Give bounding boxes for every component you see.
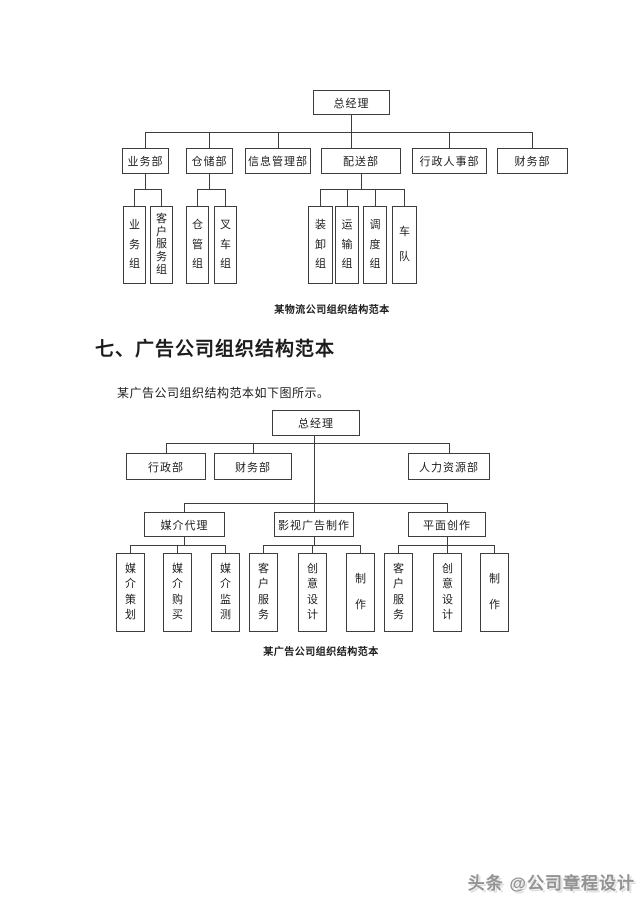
connector [314, 537, 315, 545]
node-warehouse-dept: 仓储部 [186, 148, 233, 174]
connector [360, 545, 361, 553]
node-customer-service-team: 客户服务组 [150, 206, 173, 284]
connector [184, 537, 185, 545]
connector [532, 132, 533, 148]
connector [447, 537, 448, 545]
connector [209, 174, 210, 189]
node-business-dept: 业务部 [122, 148, 169, 174]
connector [398, 545, 399, 553]
node-dispatch-team: 调度组 [363, 206, 387, 284]
connector [197, 189, 226, 190]
connector [361, 174, 362, 189]
connector [184, 503, 185, 512]
node-client-service-1: 客户服务 [249, 553, 278, 632]
connector [447, 503, 448, 512]
connector [347, 189, 348, 206]
connector [161, 189, 162, 206]
node-general-manager: 总经理 [272, 410, 360, 436]
connector [134, 189, 162, 190]
node-forklift-team: 叉车组 [214, 206, 237, 284]
connector [209, 132, 210, 148]
connector [449, 132, 450, 148]
connector [225, 189, 226, 206]
connector [263, 545, 264, 553]
connector [145, 132, 146, 148]
node-delivery-dept: 配送部 [321, 148, 401, 174]
node-business-team: 业务组 [123, 206, 146, 284]
node-general-manager: 总经理 [313, 90, 390, 115]
node-tv-ad-production: 影视广告制作 [274, 512, 354, 537]
connector [351, 115, 352, 132]
connector [177, 545, 178, 553]
node-hr-dept: 人力资源部 [408, 453, 490, 480]
chart-caption: 某广告公司组织结构范本 [263, 647, 379, 658]
connector [314, 503, 315, 512]
connector [375, 189, 376, 206]
node-transport-team: 运输组 [335, 206, 359, 284]
watermark: 头条 @公司章程设计 [467, 874, 635, 893]
connector [447, 545, 448, 553]
connector [145, 132, 533, 133]
connector [314, 436, 315, 503]
node-admin-dept: 行政部 [126, 453, 206, 480]
connector [494, 545, 495, 553]
node-admin-hr-dept: 行政人事部 [412, 148, 487, 174]
node-creative-design-2: 创意设计 [433, 553, 462, 632]
node-media-planning: 媒介策划 [116, 553, 145, 632]
connector [404, 189, 405, 206]
node-media-monitoring: 媒介监测 [211, 553, 240, 632]
node-media-buying: 媒介购买 [163, 553, 192, 632]
node-client-service-2: 客户服务 [384, 553, 413, 632]
node-fleet-team: 车队 [392, 206, 417, 284]
connector [253, 443, 254, 453]
connector [130, 545, 131, 553]
connector [225, 545, 226, 553]
connector [184, 503, 447, 504]
node-finance-dept: 财务部 [214, 453, 292, 480]
node-production-2: 制作 [480, 553, 509, 632]
node-finance-dept: 财务部 [497, 148, 568, 174]
connector [312, 545, 313, 553]
node-loading-team: 装卸组 [308, 206, 333, 284]
chart-caption: 某物流公司组织结构范本 [274, 305, 390, 316]
connector [166, 443, 167, 453]
connector [398, 545, 494, 546]
connector [320, 189, 405, 190]
node-media-agency: 媒介代理 [144, 512, 225, 537]
connector [197, 189, 198, 206]
connector [351, 132, 352, 148]
connector [134, 189, 135, 206]
node-creative-design-1: 创意设计 [298, 553, 327, 632]
section-heading: 七、广告公司组织结构范本 [95, 339, 336, 360]
connector [145, 174, 146, 189]
node-production-1: 制作 [346, 553, 375, 632]
connector [278, 132, 279, 148]
intro-paragraph: 某广告公司组织结构范本如下图所示。 [117, 386, 330, 400]
connector [449, 443, 450, 453]
connector [263, 545, 360, 546]
node-warehouse-team: 仓管组 [186, 206, 209, 284]
connector [166, 443, 449, 444]
node-print-creative: 平面创作 [408, 512, 486, 537]
node-info-mgmt-dept: 信息管理部 [245, 148, 311, 174]
connector [320, 189, 321, 206]
